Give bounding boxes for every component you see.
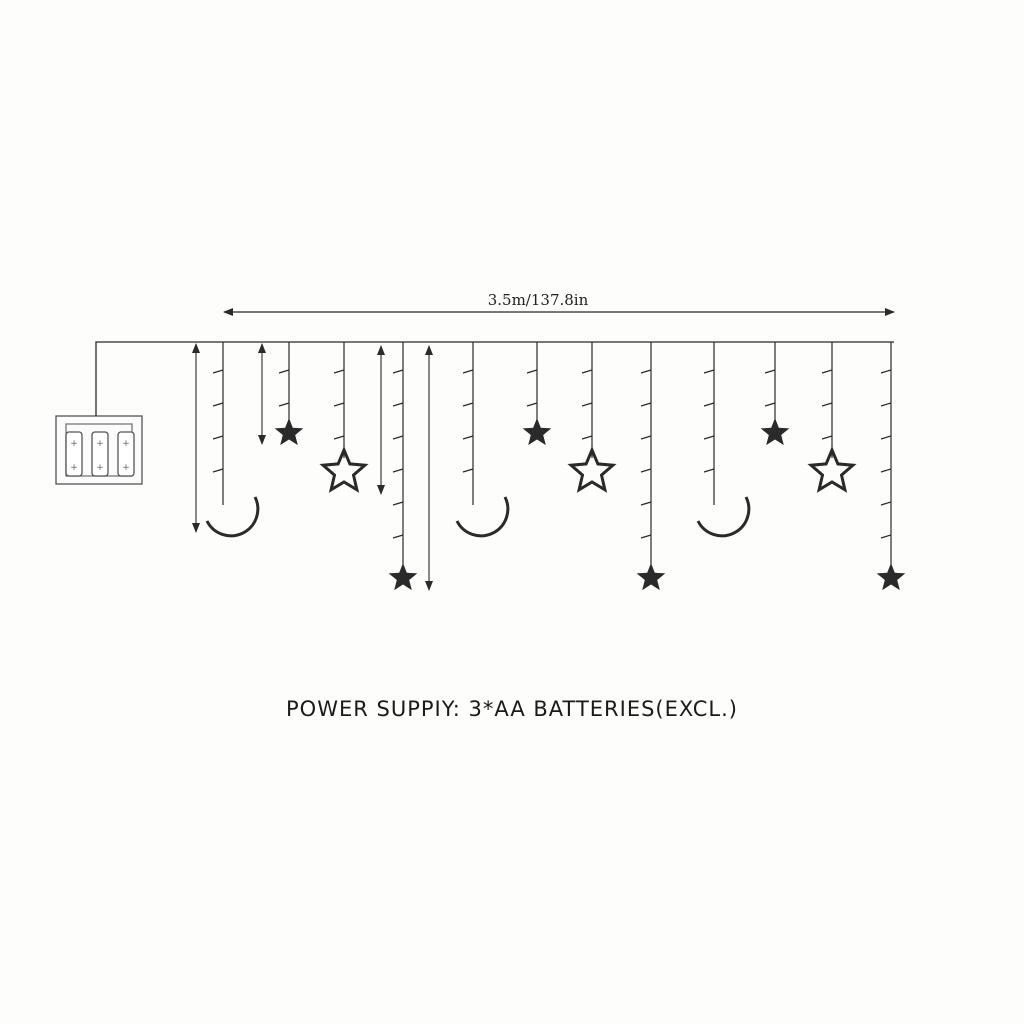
svg-text:+: + <box>122 439 130 449</box>
power-supply-caption: POWER SUPPIY: 3*AA BATTERIES(EXCL.) <box>286 697 738 721</box>
led-tick <box>821 402 833 407</box>
svg-text:+: + <box>70 463 78 473</box>
svg-text:+: + <box>70 439 78 449</box>
led-tick <box>278 402 290 407</box>
led-tick <box>526 402 538 407</box>
moon-outline-ornament <box>205 496 260 538</box>
led-tick <box>880 501 892 506</box>
star-solid-ornament <box>636 563 666 591</box>
led-tick <box>703 468 715 473</box>
led-tick <box>880 468 892 473</box>
star-solid-ornament <box>876 563 906 591</box>
star-solid-ornament <box>760 418 790 446</box>
star-solid-ornament <box>522 418 552 446</box>
led-tick <box>880 435 892 440</box>
star-solid-ornament <box>388 563 418 591</box>
led-tick <box>764 369 776 374</box>
led-tick <box>703 369 715 374</box>
led-tick <box>581 402 593 407</box>
star-outline-ornament <box>567 446 617 493</box>
led-tick <box>764 402 776 407</box>
led-tick <box>212 369 224 374</box>
svg-text:+: + <box>96 463 104 473</box>
led-tick <box>640 369 652 374</box>
light-strands <box>205 342 906 591</box>
led-tick <box>880 369 892 374</box>
led-tick <box>212 468 224 473</box>
led-tick <box>392 468 404 473</box>
led-tick <box>333 369 345 374</box>
led-tick <box>703 402 715 407</box>
moon-outline-ornament <box>455 496 510 538</box>
led-tick <box>212 402 224 407</box>
led-tick <box>640 501 652 506</box>
led-tick <box>333 435 345 440</box>
led-tick <box>278 369 290 374</box>
led-tick <box>640 534 652 539</box>
led-tick <box>821 435 833 440</box>
led-tick <box>462 468 474 473</box>
led-tick <box>526 369 538 374</box>
star-outline-ornament <box>807 446 857 493</box>
width-dimension-label: 3.5m/137.8in <box>488 291 589 309</box>
led-tick <box>640 402 652 407</box>
svg-text:+: + <box>122 463 130 473</box>
led-tick <box>212 435 224 440</box>
led-tick <box>392 534 404 539</box>
led-tick <box>821 369 833 374</box>
svg-text:+: + <box>96 439 104 449</box>
led-tick <box>640 435 652 440</box>
led-tick <box>392 402 404 407</box>
lead-wire <box>95 341 196 416</box>
led-tick <box>880 402 892 407</box>
battery-box: + + + + + + <box>55 415 143 485</box>
led-tick <box>392 435 404 440</box>
battery-cell: + + <box>91 431 109 477</box>
height-dimensions <box>192 343 433 591</box>
battery-cell: + + <box>117 431 135 477</box>
led-tick <box>392 369 404 374</box>
moon-outline-ornament <box>696 496 751 538</box>
led-tick <box>392 501 404 506</box>
star-solid-ornament <box>274 418 304 446</box>
led-tick <box>462 435 474 440</box>
led-tick <box>333 402 345 407</box>
led-tick <box>640 468 652 473</box>
led-tick <box>703 435 715 440</box>
led-tick <box>581 369 593 374</box>
width-dimension: 3.5m/137.8in <box>223 291 895 316</box>
led-tick <box>462 369 474 374</box>
led-tick <box>581 435 593 440</box>
led-tick <box>880 534 892 539</box>
star-outline-ornament <box>319 446 369 493</box>
battery-cell: + + <box>65 431 83 477</box>
led-tick <box>462 402 474 407</box>
